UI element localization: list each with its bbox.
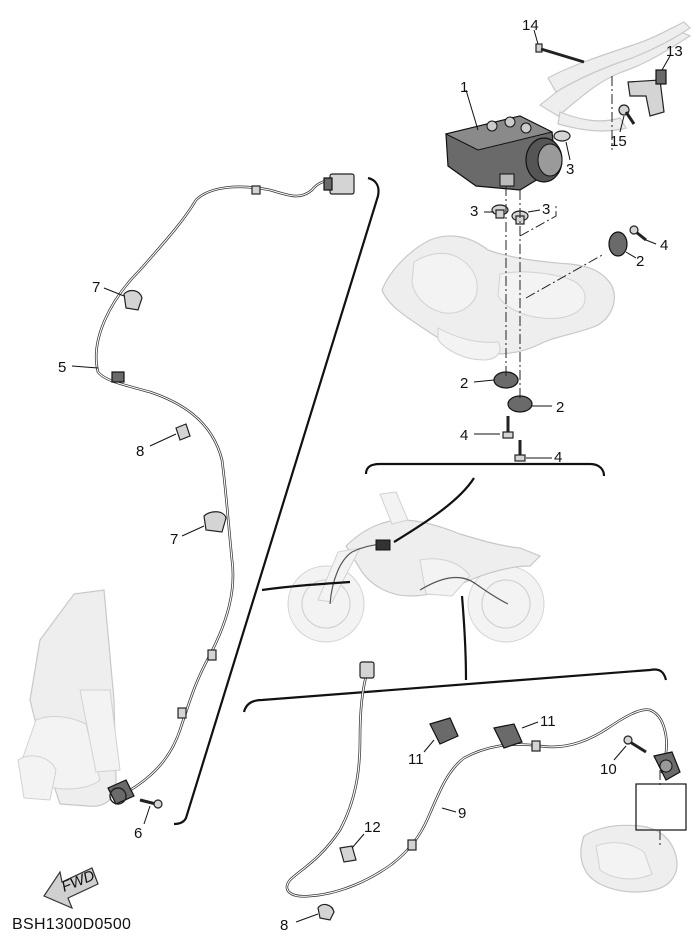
callout-8-b: 8	[280, 917, 288, 934]
callout-5: 5	[58, 359, 66, 376]
motorcycle-illustration	[261, 477, 545, 681]
callout-6: 6	[134, 825, 142, 842]
callout-3-a: 3	[566, 161, 574, 178]
front-sensor-panel	[17, 173, 380, 826]
callout-2-c: 2	[556, 399, 564, 416]
bracket-13	[627, 69, 667, 117]
callout-11-b: 11	[540, 713, 556, 730]
callout-2-b: 2	[460, 375, 468, 392]
callout-4-c: 4	[554, 449, 562, 466]
callout-3-c: 3	[542, 201, 550, 218]
callout-1: 1	[460, 79, 468, 96]
grommets-2	[493, 231, 628, 413]
callout-14: 14	[522, 17, 539, 34]
callout-4-a: 4	[660, 237, 668, 254]
bolt-15	[618, 104, 636, 125]
callout-12: 12	[364, 819, 381, 836]
callout-4-b: 4	[460, 427, 468, 444]
callout-3-b: 3	[470, 203, 478, 220]
fwd-arrow: FWD	[43, 867, 99, 910]
bolt-14	[535, 43, 585, 64]
callout-11-a: 11	[408, 751, 424, 768]
callout-8-a: 8	[136, 443, 144, 460]
callout-9: 9	[458, 805, 466, 822]
callout-15: 15	[610, 133, 627, 150]
callout-7-b: 7	[170, 531, 178, 548]
callout-7-a: 7	[92, 279, 100, 296]
callouts: 1 2 2 2 3 3 3 4 4 4 5 6 7	[58, 17, 683, 934]
hydraulic-unit-panel	[364, 21, 692, 477]
callout-10: 10	[600, 761, 617, 778]
bolts-4	[502, 225, 647, 462]
callout-13: 13	[666, 43, 683, 60]
callout-2-a: 2	[636, 253, 644, 270]
diagram-code: BSH1300D0500	[12, 916, 132, 933]
abs-hydraulic-unit	[444, 115, 563, 191]
rear-sensor-panel	[242, 661, 687, 921]
